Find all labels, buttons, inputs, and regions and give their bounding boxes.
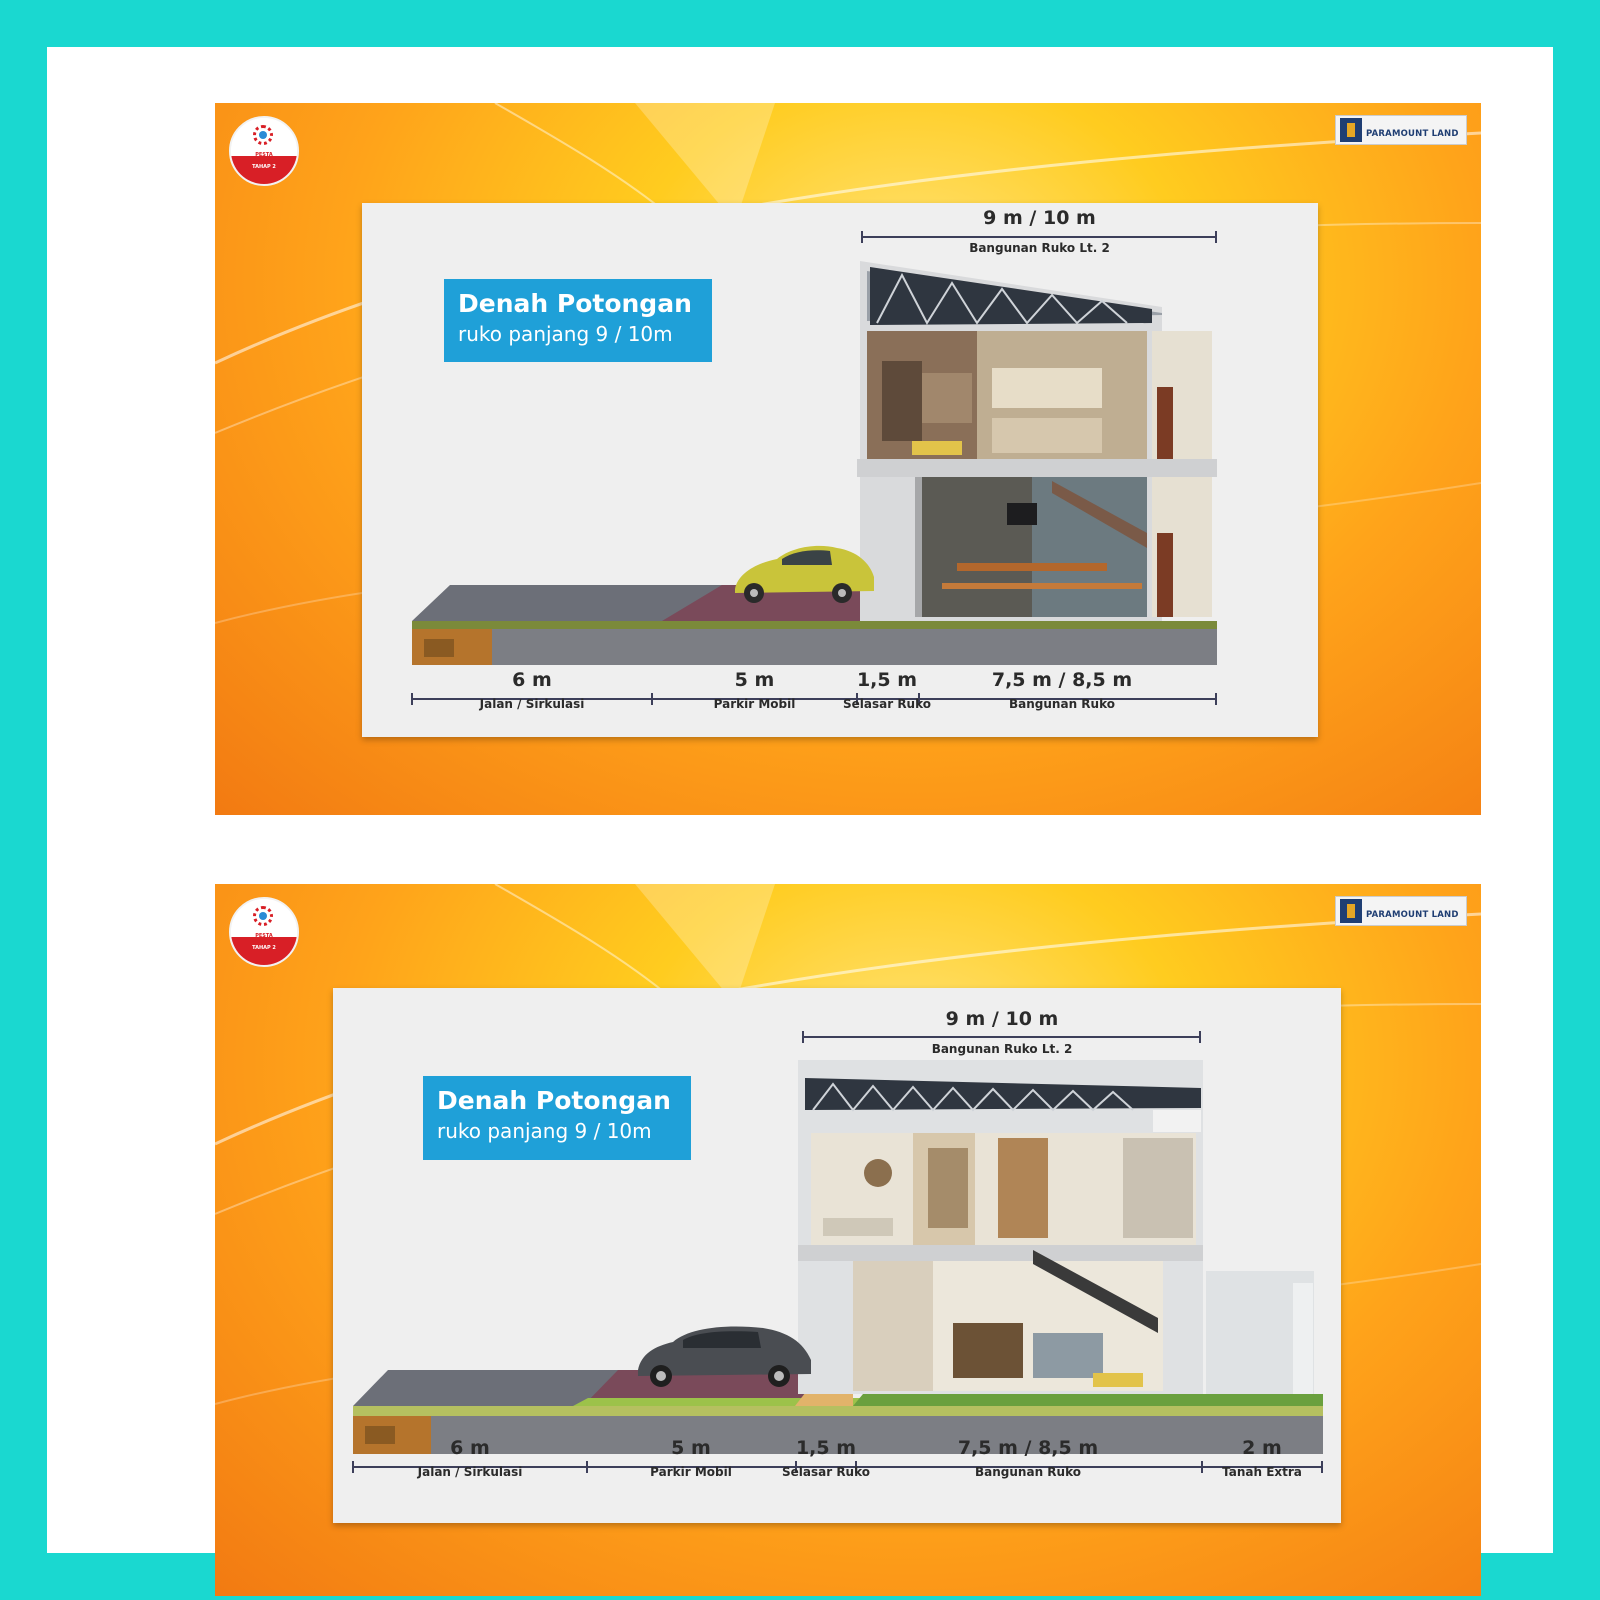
dimension-walkway: 1,5 m Selasar Ruko xyxy=(842,669,931,711)
building-section-illustration xyxy=(412,261,1217,665)
slide-subtitle: ruko panjang 9 / 10m xyxy=(437,1119,652,1143)
grass-strip xyxy=(853,1394,1323,1406)
dimension-parking: 5 m Parkir Mobil xyxy=(650,1437,732,1479)
title-box: Denah Potongan ruko panjang 9 / 10m xyxy=(423,1076,691,1160)
staircase xyxy=(1052,481,1147,548)
section-board: 9 m / 10 m Bangunan Ruko Lt. 2 6 m Jalan… xyxy=(333,988,1341,1523)
top-dimension-line xyxy=(803,1036,1201,1038)
car-icon xyxy=(638,1326,811,1387)
paramount-land-logo: PARAMOUNT LAND xyxy=(1335,896,1467,926)
dimension-building: 7,5 m / 8,5 m Bangunan Ruko xyxy=(991,669,1133,711)
ground-section xyxy=(353,1416,1323,1454)
title-box: Denah Potongan ruko panjang 9 / 10m xyxy=(444,279,712,362)
floor-slab xyxy=(798,1245,1203,1261)
paramount-mark-icon xyxy=(1340,118,1362,142)
top-dimension-value: 9 m / 10 m xyxy=(983,207,1096,229)
floor-slab xyxy=(857,459,1217,477)
dimension-walkway: 1,5 m Selasar Ruko xyxy=(781,1437,870,1479)
ground-edge xyxy=(412,621,1217,629)
paramount-land-logo: PARAMOUNT LAND xyxy=(1335,115,1467,145)
slide-title: Denah Potongan xyxy=(437,1086,671,1115)
top-dimension-line xyxy=(862,236,1217,238)
top-dimension-label: Bangunan Ruko Lt. 2 xyxy=(931,1042,1073,1056)
bottom-dimension-line xyxy=(353,1466,1323,1468)
top-dimension: 9 m / 10 m xyxy=(803,1008,1201,1030)
roof-truss xyxy=(870,267,1152,325)
top-dimension: 9 m / 10 m xyxy=(862,207,1217,229)
car-icon xyxy=(735,545,874,603)
parking-area xyxy=(583,1370,823,1406)
top-dimension-label: Bangunan Ruko Lt. 2 xyxy=(969,241,1110,255)
slide-subtitle: ruko panjang 9 / 10m xyxy=(458,322,673,346)
staircase xyxy=(1033,1250,1158,1333)
top-dimension-value: 9 m / 10 m xyxy=(945,1008,1059,1030)
dimension-extra-land: 2 m Tanah Extra xyxy=(1222,1437,1302,1479)
bottom-dimension-line xyxy=(412,698,1217,700)
ground-section xyxy=(412,629,1217,665)
building-section-illustration xyxy=(353,1060,1323,1454)
dimension-road: 6 m Jalan / Sirkulasi xyxy=(417,1437,523,1479)
slide-title: Denah Potongan xyxy=(458,289,692,318)
brand-name: PARAMOUNT LAND xyxy=(1366,909,1459,920)
dimension-parking: 5 m Parkir Mobil xyxy=(713,669,796,711)
paramount-mark-icon xyxy=(1340,899,1362,923)
dimension-road: 6 m Jalan / Sirkulasi xyxy=(479,669,585,711)
dimension-building: 7,5 m / 8,5 m Bangunan Ruko xyxy=(957,1437,1099,1479)
brand-name: PARAMOUNT LAND xyxy=(1366,128,1459,139)
section-board: 9 m / 10 m Bangunan Ruko Lt. 2 6 m Jalan… xyxy=(362,203,1318,737)
